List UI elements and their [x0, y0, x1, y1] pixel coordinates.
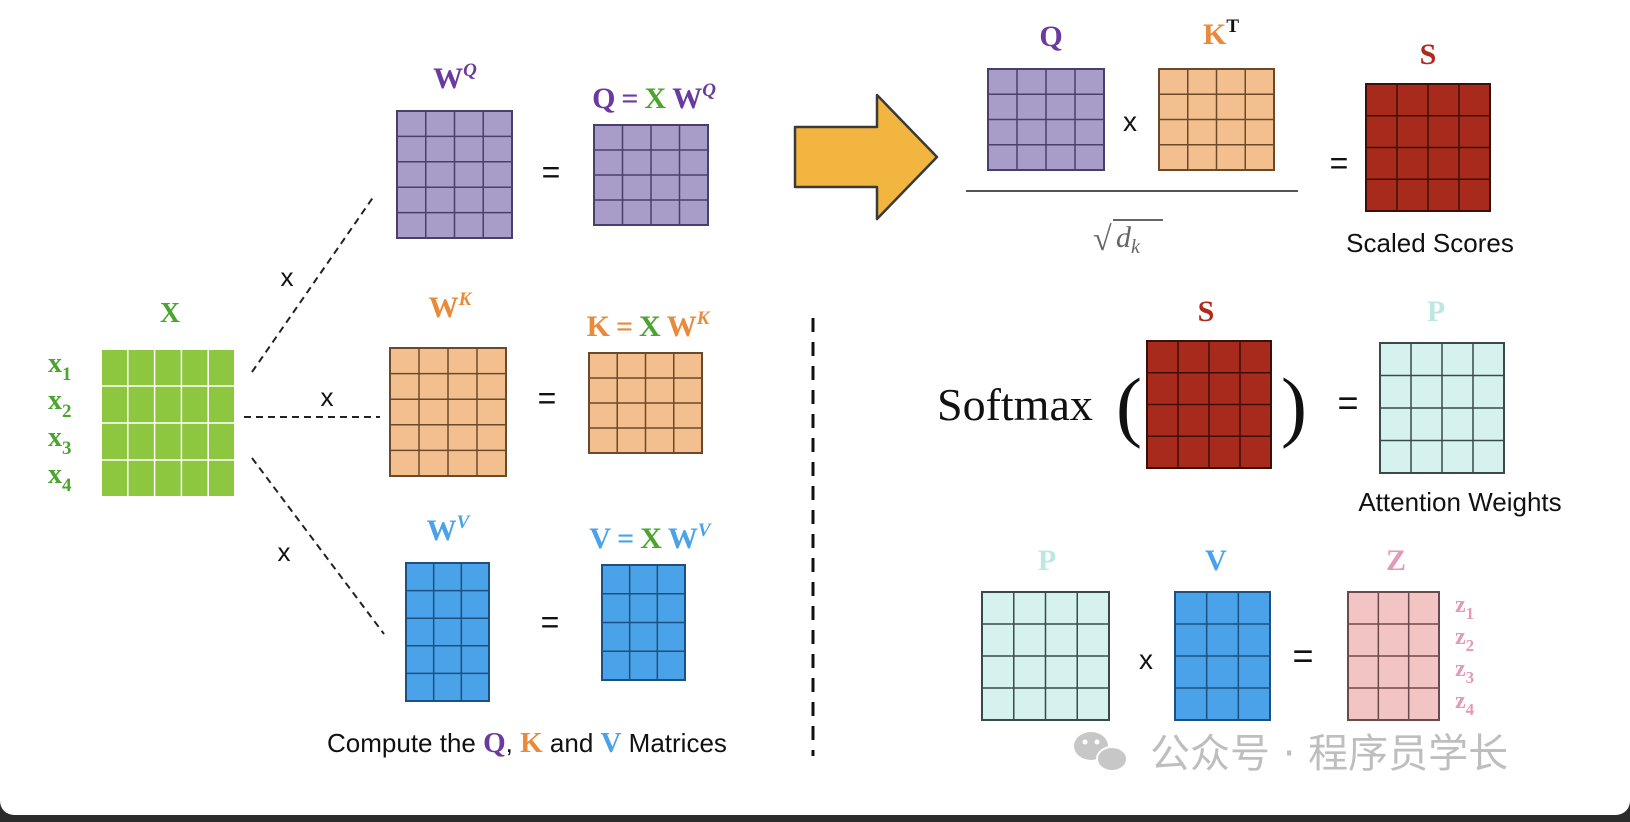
x-row-label-4: x4 [48, 459, 72, 496]
scores-q-label: Q [1039, 20, 1062, 53]
sqrt-icon: √ [1093, 221, 1112, 258]
scores-s-label: S [1420, 38, 1437, 71]
softmax-equals: = [1337, 382, 1358, 423]
scores-kt-matrix [1158, 68, 1275, 171]
output-equals: = [1292, 635, 1313, 676]
compute-caption: Compute the Q, K and V Matrices [327, 727, 727, 759]
wq-matrix [396, 110, 513, 239]
wq-label: WQ [433, 60, 477, 95]
wk-matrix [389, 347, 507, 477]
output-v-matrix [1174, 591, 1271, 721]
attention-weights-matrix [1379, 342, 1505, 474]
z-row-labels: z1 z2 z3 z4 [1455, 592, 1475, 719]
v-matrix [601, 564, 686, 681]
wv-matrix [405, 562, 490, 702]
scores-equals: = [1330, 145, 1349, 181]
q-matrix [593, 124, 709, 226]
times-v: x [278, 537, 291, 567]
connector-q [251, 195, 375, 373]
output-p-label: P [1038, 544, 1056, 577]
attention-weights-caption: Attention Weights [1358, 487, 1561, 517]
x-row-label-2: x2 [48, 385, 72, 422]
scores-k-label: KT [1203, 16, 1239, 51]
softmax-s-label: S [1198, 295, 1215, 328]
x-row-label-3: x3 [48, 422, 72, 459]
equals-v: = [541, 604, 560, 640]
x-matrix-label: X [160, 298, 180, 329]
scores-times: x [1123, 106, 1137, 137]
dk-label: dk [1116, 221, 1141, 258]
softmax-close-paren: ) [1281, 362, 1307, 449]
x-matrix [100, 348, 236, 498]
scores-q-matrix [987, 68, 1105, 171]
wv-label: WV [427, 512, 471, 547]
k-matrix [588, 352, 703, 454]
scores-s-matrix [1365, 83, 1491, 212]
output-z-label: Z [1386, 544, 1406, 577]
softmax-s-matrix [1146, 340, 1272, 469]
times-k: x [321, 382, 334, 412]
watermark-text: 公众号 · 程序员学长 [1150, 731, 1508, 777]
equals-k: = [538, 380, 557, 416]
x-row-labels: x1 x2 x3 x4 [48, 348, 72, 496]
sqrt-dk: √ dk [1093, 219, 1163, 258]
wv-matrix-body [405, 562, 490, 702]
wk-label: WK [429, 289, 473, 324]
output-v-label: V [1205, 544, 1227, 577]
z-row-label-3: z3 [1455, 656, 1474, 687]
z-row-label-2: z2 [1455, 624, 1474, 655]
output-z-matrix [1347, 591, 1440, 721]
times-q: x [281, 262, 294, 292]
equals-q: = [542, 154, 561, 190]
connector-v [251, 457, 385, 635]
watermark: 公众号 · 程序员学长 [1074, 731, 1508, 777]
softmax-open-paren: ( [1116, 362, 1142, 449]
scaled-scores-caption: Scaled Scores [1346, 228, 1514, 258]
x-row-label-1: x1 [48, 348, 72, 385]
output-p-matrix [981, 591, 1110, 721]
z-row-label-4: z4 [1455, 688, 1475, 719]
right-arrow-icon [793, 93, 939, 221]
wechat-icon [1074, 732, 1128, 772]
output-times: x [1139, 644, 1153, 675]
softmax-label: Softmax [937, 379, 1093, 430]
z-row-label-1: z1 [1455, 592, 1474, 623]
softmax-p-label: P [1427, 295, 1445, 328]
